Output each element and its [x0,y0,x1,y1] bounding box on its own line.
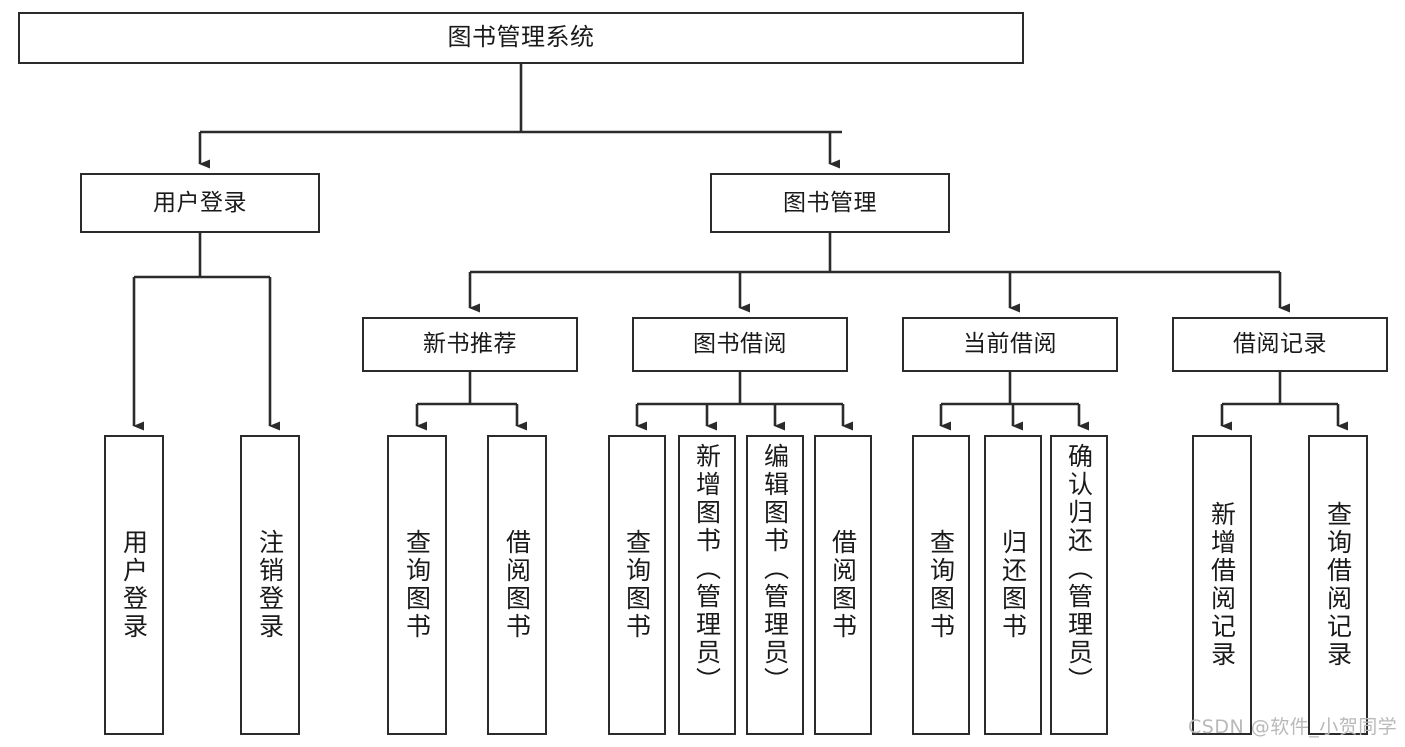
node-leaf-user-login[interactable]: 用户登录 [104,435,164,735]
node-leaf-user-login-label: 用户登录 [119,529,149,641]
node-current-borrow[interactable]: 当前借阅 [902,317,1118,372]
node-leaf-query-book-1[interactable]: 查询图书 [387,435,447,735]
node-borrow-record-label: 借阅记录 [1233,331,1327,358]
node-leaf-edit-book-label: 编辑图书（管理员） [760,443,790,695]
node-leaf-query-record[interactable]: 查询借阅记录 [1308,435,1368,735]
node-new-book-rec[interactable]: 新书推荐 [362,317,578,372]
node-leaf-query-record-label: 查询借阅记录 [1323,501,1353,669]
node-leaf-borrow-book-1[interactable]: 借阅图书 [487,435,547,735]
csdn-watermark: CSDN @软件_小贺同学 [1188,716,1398,738]
node-current-borrow-label: 当前借阅 [963,331,1057,358]
node-leaf-add-record[interactable]: 新增借阅记录 [1192,435,1252,735]
node-book-borrow[interactable]: 图书借阅 [632,317,848,372]
node-leaf-borrow-book-2[interactable]: 借阅图书 [814,435,872,735]
node-leaf-confirm-return[interactable]: 确认归还（管理员） [1050,435,1108,735]
node-book-manage[interactable]: 图书管理 [710,173,950,233]
node-leaf-logout-label: 注销登录 [255,529,285,641]
node-user-login[interactable]: 用户登录 [80,173,320,233]
node-leaf-add-book-label: 新增图书（管理员） [692,443,722,695]
node-leaf-add-book[interactable]: 新增图书（管理员） [678,435,736,735]
node-book-borrow-label: 图书借阅 [693,331,787,358]
node-user-login-label: 用户登录 [153,189,247,216]
node-leaf-return-book[interactable]: 归还图书 [984,435,1042,735]
node-root-system[interactable]: 图书管理系统 [18,12,1024,64]
node-leaf-logout[interactable]: 注销登录 [240,435,300,735]
node-leaf-borrow-book-2-label: 借阅图书 [828,529,858,641]
node-root-system-label: 图书管理系统 [447,23,595,52]
node-leaf-query-book-2[interactable]: 查询图书 [608,435,666,735]
node-leaf-edit-book[interactable]: 编辑图书（管理员） [746,435,804,735]
node-leaf-borrow-book-1-label: 借阅图书 [502,529,532,641]
node-leaf-query-book-3[interactable]: 查询图书 [912,435,970,735]
node-leaf-query-book-2-label: 查询图书 [622,529,652,641]
node-leaf-query-book-3-label: 查询图书 [926,529,956,641]
node-leaf-query-book-1-label: 查询图书 [402,529,432,641]
node-leaf-confirm-return-label: 确认归还（管理员） [1064,443,1094,695]
node-borrow-record[interactable]: 借阅记录 [1172,317,1388,372]
node-leaf-add-record-label: 新增借阅记录 [1207,501,1237,669]
node-leaf-return-book-label: 归还图书 [998,529,1028,641]
node-new-book-rec-label: 新书推荐 [423,331,517,358]
node-book-manage-label: 图书管理 [783,189,877,216]
